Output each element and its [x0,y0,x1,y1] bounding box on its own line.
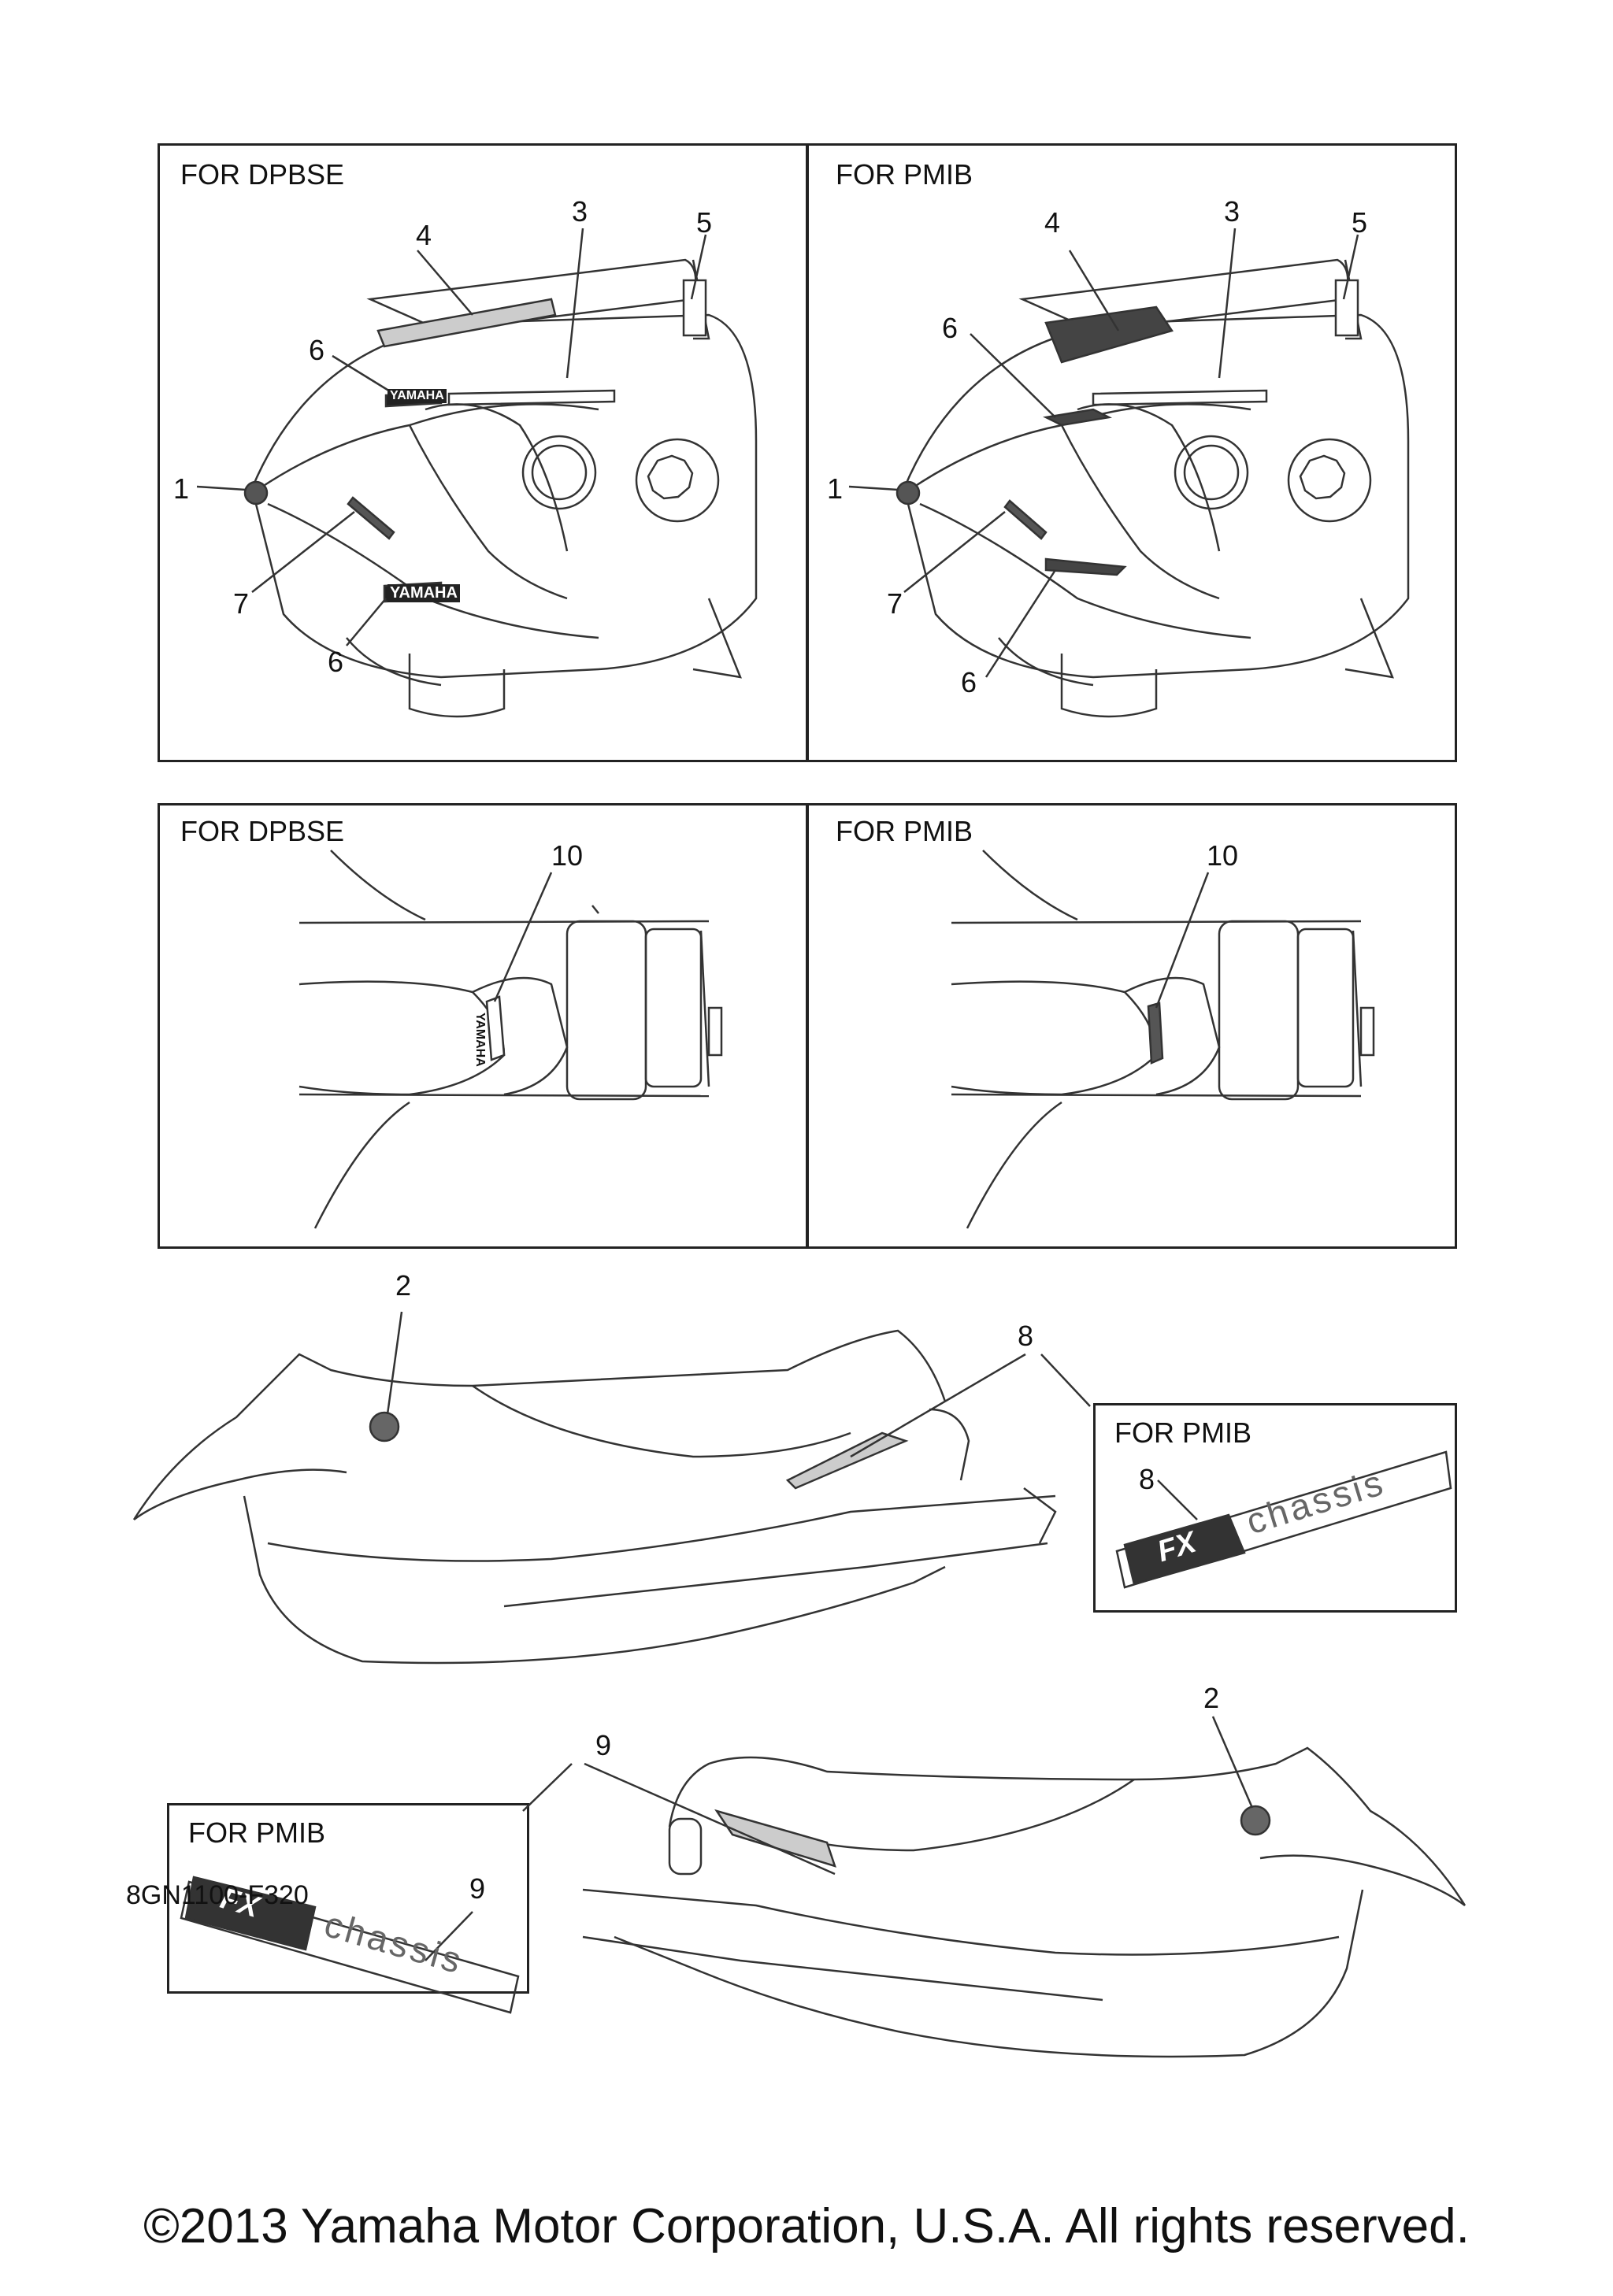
callout-8: 8 [1018,1320,1034,1352]
panel-label: FOR PMIB [836,815,973,847]
watercraft-rear-dpbse [298,850,723,1229]
leaders-side-1 [386,1311,1091,1458]
watercraft-front-pmib [895,258,1410,718]
callout-1: 1 [173,472,190,505]
callout-3: 3 [572,195,588,228]
callout-6: 6 [309,334,325,366]
callout-6: 6 [961,666,977,698]
watercraft-rear-pmib [951,850,1375,1229]
callout-4: 4 [416,219,432,251]
callout-10: 10 [1207,839,1239,872]
callout-7: 7 [887,587,903,620]
callout-4: 4 [1044,206,1061,239]
panel-label: FOR PMIB [1114,1416,1252,1449]
callout-5: 5 [696,206,713,239]
callout-1: 1 [827,472,844,505]
watercraft-side-2 [582,1746,1467,2058]
callout-5: 5 [1352,206,1368,239]
callout-6: 6 [942,312,959,344]
leaders-top-right [848,228,1359,678]
panel-top-right: FOR PMIB [806,143,1457,762]
leader-10-left [493,872,553,1002]
decal-text-yamaha: YAMAHA [387,584,460,602]
diagram-code: 8GN1100-F320 [126,1880,309,1910]
leader-10-right [1155,872,1210,1009]
callout-3: 3 [1224,195,1240,228]
watercraft-side-1 [132,1329,1057,1665]
panel-mid-left: FOR DPBSE [158,803,808,1249]
decal-inset-9 [180,1876,520,2014]
leaders-top-left [196,228,707,646]
callout-7: 7 [233,587,250,620]
decal-text-yamaha-vertical: YAMAHA [473,1013,487,1067]
decal-inset-8 [1115,1450,1452,1589]
copyright-notice: ©2013 Yamaha Motor Corporation, U.S.A. A… [143,2199,1470,2253]
panel-label: FOR DPBSE [180,815,345,847]
panel-mid-right: FOR PMIB [806,803,1457,1249]
watercraft-front-dpbse [243,258,758,718]
callout-6: 6 [328,646,344,678]
panel-label: FOR PMIB [836,158,973,191]
decal-text-yamaha: YAMAHA [387,389,447,403]
callout-10: 10 [551,839,584,872]
panel-label: FOR PMIB [188,1816,326,1849]
panel-top-left: FOR DPBSE [158,143,808,762]
leaders-side-2 [522,1716,1254,1876]
callout-2: 2 [1203,1682,1220,1714]
callout-8: 8 [1139,1463,1155,1495]
callout-2: 2 [395,1269,412,1302]
callout-9: 9 [469,1872,486,1905]
panel-label: FOR DPBSE [180,158,345,191]
callout-9: 9 [595,1729,612,1761]
